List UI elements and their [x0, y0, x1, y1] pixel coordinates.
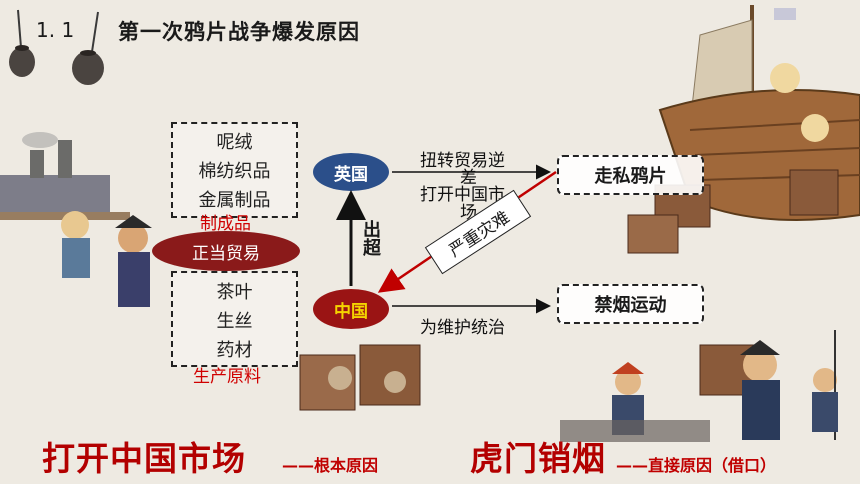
- root-cause-label: ——根本原因: [282, 456, 379, 475]
- reason-reverse-deficit: 扭转贸易逆: [420, 146, 505, 171]
- open-market-heading: 打开中国市场: [42, 439, 246, 478]
- opium-ban-box: 禁烟运动: [557, 284, 704, 324]
- smuggling-box: 走私鸦片: [557, 155, 704, 195]
- reason-maintain-rule: 为维护统治: [420, 318, 505, 338]
- officials-bottom-right-icon: [560, 330, 838, 442]
- section-number: 1. 1: [36, 18, 75, 42]
- legitimate-trade-oval: 正当贸易: [152, 231, 300, 271]
- reason-deficit-cont: 差: [460, 168, 477, 188]
- crates-center-icon: [299, 344, 421, 411]
- deficit-label: 出超: [360, 220, 381, 256]
- humen-heading: 虎门销烟: [470, 439, 606, 478]
- raw-goods-box: 茶叶 生丝 药材: [171, 271, 298, 367]
- page-title: 第一次鸦片战争爆发原因: [118, 20, 360, 44]
- reason-text: 打开中国市: [420, 185, 505, 205]
- raw-materials-label: 生产原料: [193, 367, 261, 387]
- figures-left-icon: [61, 211, 152, 307]
- reason-text: 扭转贸易逆: [420, 151, 505, 171]
- goods-item: 金属制品: [198, 190, 271, 211]
- britain-label: 英国: [334, 164, 368, 185]
- goods-item: 药材: [216, 340, 253, 361]
- goods-item: 棉纺织品: [198, 161, 271, 182]
- china-label: 中国: [334, 301, 368, 322]
- manufactured-goods-box: 呢绒 棉纺织品 金属制品: [171, 122, 298, 218]
- goods-item: 呢绒: [216, 132, 253, 153]
- smuggling-text: 走私鸦片: [594, 166, 667, 187]
- opium-crates-icon: [627, 169, 839, 254]
- goods-item: 茶叶: [216, 282, 253, 303]
- ban-text: 禁烟运动: [594, 295, 667, 316]
- manufactured-label: 制成品: [200, 214, 251, 234]
- deficit-text: 出超: [360, 220, 381, 256]
- britain-oval: 英国: [313, 153, 389, 191]
- china-oval: 中国: [313, 289, 389, 329]
- reason-open-market: 打开中国市: [420, 180, 505, 205]
- goods-item: 生丝: [216, 311, 253, 332]
- direct-cause-label: ——直接原因（借口）: [616, 456, 777, 475]
- trade-label: 正当贸易: [192, 243, 260, 264]
- poppy-icon: [9, 9, 104, 85]
